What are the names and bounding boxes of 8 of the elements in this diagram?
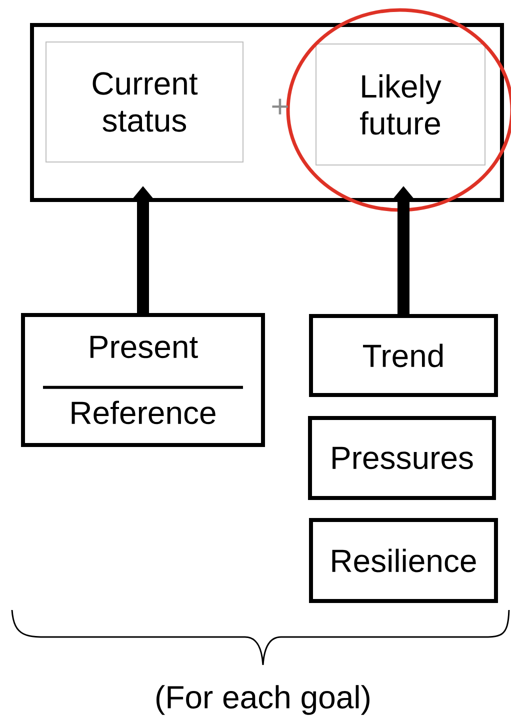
factor-box: Resilience: [309, 518, 498, 603]
outer-box: [30, 23, 504, 202]
inner-box: Likely future: [316, 44, 486, 166]
inner-box: Current status: [46, 42, 244, 162]
factor-box: Pressures: [308, 416, 496, 500]
fraction-box: Present Reference: [21, 313, 265, 447]
factor-box: Trend: [309, 314, 498, 397]
caption-text: (For each goal): [156, 685, 370, 715]
